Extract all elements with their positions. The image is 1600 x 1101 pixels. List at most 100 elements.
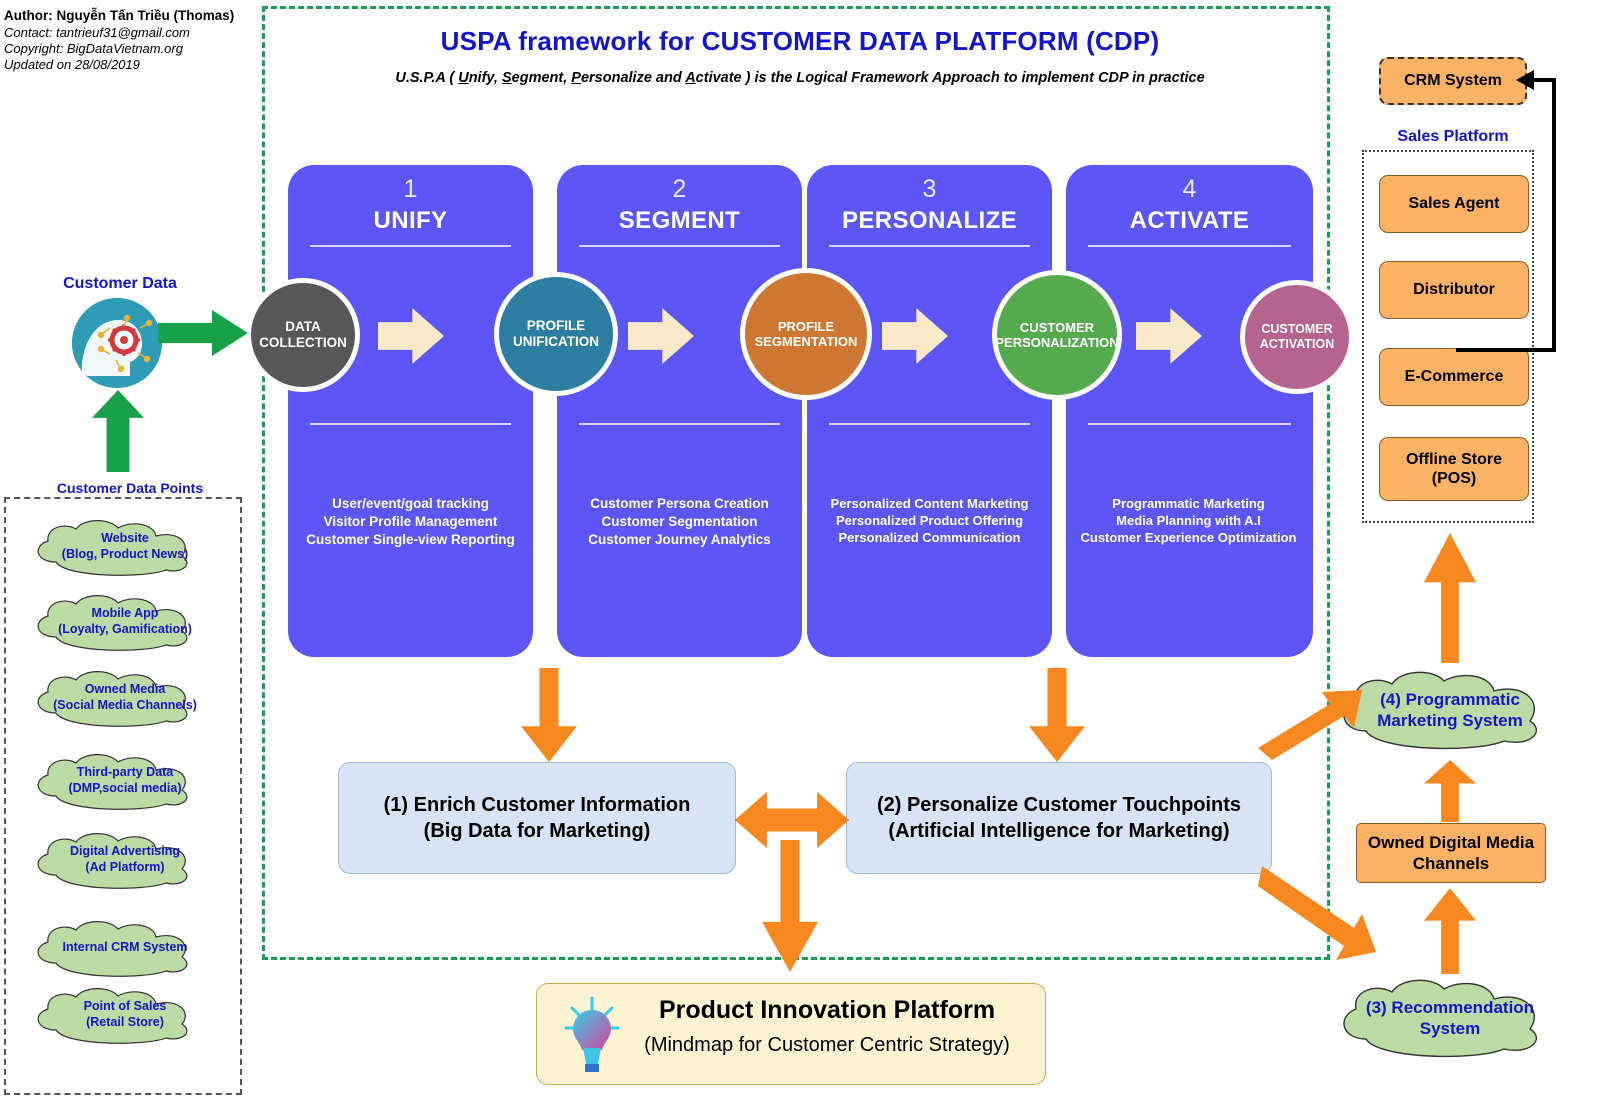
cloud-line1: (4) Programmatic <box>1380 689 1520 709</box>
divider <box>829 245 1030 247</box>
box-line2: (POS) <box>1431 470 1477 487</box>
crm-system-box[interactable]: CRM System <box>1379 57 1527 105</box>
circle-customer-personalization[interactable]: CUSTOMER PERSONALIZATION <box>992 270 1122 400</box>
cloud-line1: Digital Advertising <box>70 844 180 859</box>
circle-data-collection[interactable]: DATA COLLECTION <box>246 278 360 392</box>
circle-line1: CUSTOMER <box>1019 319 1095 335</box>
data-point-cloud[interactable]: Mobile App(Loyalty, Gamification) <box>26 591 224 653</box>
crm-connector-line <box>1456 348 1556 352</box>
stage-name: UNIFY <box>373 207 448 234</box>
subtitle-u: U <box>458 70 469 86</box>
stage-number: 4 <box>1182 175 1197 203</box>
enrich-customer-information-box[interactable]: (1) Enrich Customer Information (Big Dat… <box>338 762 736 874</box>
circle-line2: SEGMENTATION <box>754 334 858 349</box>
cloud-line2: Marketing System <box>1377 711 1523 730</box>
cloud-line1: Third-party Data <box>76 765 174 780</box>
circle-profile-segmentation[interactable]: PROFILE SEGMENTATION <box>740 268 872 400</box>
circle-line2: COLLECTION <box>259 335 347 350</box>
stage-number: 3 <box>922 175 937 203</box>
stage-name: PERSONALIZE <box>841 207 1018 234</box>
subtitle-personalize: ersonalize and <box>580 70 686 86</box>
arrow-cloud3-to-owned-media-icon <box>1424 888 1476 974</box>
updated-line: Updated on 28/08/2019 <box>4 57 140 73</box>
stage-name: SEGMENT <box>618 207 741 234</box>
circle-line1: PROFILE <box>526 318 586 334</box>
subtitle-s: S <box>502 70 512 86</box>
cloud-line1: (3) Recommendation <box>1365 997 1535 1017</box>
bullet: Customer Single-view Reporting <box>306 531 515 547</box>
credits-block: Author: Nguyễn Tấn Triều (Thomas) Contac… <box>4 8 256 74</box>
ecommerce-box[interactable]: E-Commerce <box>1379 348 1529 406</box>
cloud-line2: System <box>1419 1019 1481 1038</box>
stage-name: ACTIVATE <box>1129 207 1250 234</box>
stage-number: 2 <box>672 175 687 203</box>
data-point-cloud[interactable]: Digital Advertising(Ad Platform) <box>26 829 224 891</box>
bullet: Personalized Content Marketing <box>830 496 1029 511</box>
customer-data-brain-icon <box>72 298 162 388</box>
crm-connector-line <box>1552 80 1556 352</box>
data-point-cloud[interactable]: Third-party Data(DMP,social media) <box>26 750 224 812</box>
page-subtitle: U.S.P.A ( Unify, Segment, Personalize an… <box>280 70 1320 86</box>
stage-panel-unify[interactable]: 1 UNIFY User/event/goal tracking Visitor… <box>288 165 533 657</box>
divider <box>310 423 511 425</box>
box-line1: Distributor <box>1413 281 1495 299</box>
cloud-line1: Internal CRM System <box>62 940 188 955</box>
cloud-line2: (Social Media Channels) <box>53 698 197 712</box>
circle-line1: DATA <box>285 319 321 335</box>
customer-data-points-label: Customer Data Points <box>56 480 204 496</box>
divider <box>1088 423 1291 425</box>
distributor-box[interactable]: Distributor <box>1379 261 1529 319</box>
product-innovation-subtitle: (Mindmap for Customer Centric Strategy) <box>644 1034 1010 1056</box>
box-line2: Channels <box>1412 854 1490 873</box>
stage-panel-segment[interactable]: 2 SEGMENT Customer Persona Creation Cust… <box>557 165 802 657</box>
circle-line2: PERSONALIZATION <box>995 335 1119 350</box>
box-line1: Offline Store <box>1405 450 1502 468</box>
bullet: User/event/goal tracking <box>332 496 489 511</box>
arrow-owned-media-to-cloud4-icon <box>1424 760 1476 822</box>
data-point-cloud[interactable]: Internal CRM System <box>26 917 224 979</box>
circle-line1: CUSTOMER <box>1261 322 1333 337</box>
bullet: Personalized Product Offering <box>835 513 1024 529</box>
sales-platform-group <box>1362 150 1534 523</box>
cloud-line2: (Retail Store) <box>86 1015 164 1029</box>
stage-number: 1 <box>403 175 418 203</box>
customer-data-label: Customer Data <box>63 275 177 292</box>
bullet: Media Planning with A.I <box>1116 513 1261 529</box>
divider <box>1088 245 1291 247</box>
lightbulb-icon <box>563 996 621 1076</box>
data-point-cloud[interactable]: Point of Sales(Retail Store) <box>26 984 224 1046</box>
bullet: Customer Persona Creation <box>590 496 769 511</box>
circle-profile-unification[interactable]: PROFILE UNIFICATION <box>494 272 618 396</box>
box-line1: (2) Personalize Customer Touchpoints <box>876 794 1242 816</box>
bullet: Visitor Profile Management <box>323 513 498 529</box>
sales-agent-box[interactable]: Sales Agent <box>1379 175 1529 233</box>
bullet: Customer Segmentation <box>601 513 758 529</box>
subtitle-p: P <box>571 70 581 86</box>
product-innovation-platform-box[interactable]: Product Innovation Platform (Mindmap for… <box>536 983 1046 1085</box>
divider <box>579 245 780 247</box>
offline-store-box[interactable]: Offline Store (POS) <box>1379 437 1529 501</box>
cloud-line2: (Blog, Product News) <box>61 547 189 561</box>
subtitle-segment: egment, <box>511 70 572 86</box>
box-line1: Sales Agent <box>1408 195 1500 213</box>
crm-connector-line <box>1528 78 1556 82</box>
cloud-line2: (Loyalty, Gamification) <box>58 622 192 636</box>
customer-data-points-panel: Website(Blog, Product News) Mobile App(L… <box>4 497 242 1095</box>
arrow-touchpoints-to-cloud3-icon <box>1258 866 1384 974</box>
data-point-cloud[interactable]: Website(Blog, Product News) <box>26 516 224 578</box>
personalize-customer-touchpoints-box[interactable]: (2) Personalize Customer Touchpoints (Ar… <box>846 762 1272 874</box>
stage-panel-activate[interactable]: 4 ACTIVATE Programmatic Marketing Media … <box>1066 165 1313 657</box>
stage-bullets: Customer Persona Creation Customer Segme… <box>559 495 800 548</box>
owned-digital-media-channels-box[interactable]: Owned Digital Media Channels <box>1356 823 1546 883</box>
data-point-cloud[interactable]: Owned Media(Social Media Channels) <box>26 667 224 729</box>
stage-panel-personalize[interactable]: 3 PERSONALIZE Personalized Content Marke… <box>807 165 1052 657</box>
subtitle-prefix: U.S.P.A ( <box>395 70 459 86</box>
subtitle-activate: ctivate ) is the Logical Framework Appro… <box>695 70 1205 86</box>
sales-platform-label: Sales Platform <box>1397 128 1509 145</box>
circle-line1: PROFILE <box>777 318 835 334</box>
circle-customer-activation[interactable]: CUSTOMER ACTIVATION <box>1240 280 1354 394</box>
cloud-line1: Point of Sales <box>83 999 167 1014</box>
arrow-data-to-collection-icon <box>158 310 248 356</box>
